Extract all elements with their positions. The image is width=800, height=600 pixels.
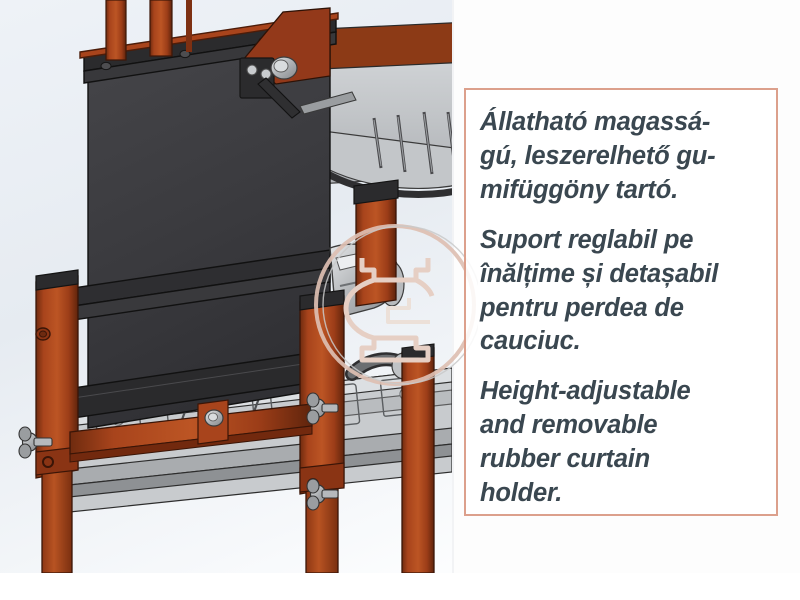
frame-top-bracket [239,7,357,119]
paragraph-english: Height-adjustable and removable rubber c… [480,377,691,508]
description-text-panel: Állatható magassá- gú, leszerelhető gu- … [464,88,778,516]
wing-nut-right-upper [306,392,339,425]
wing-nuts [18,327,339,511]
paragraph-hungarian: Állatható magassá- gú, leszerelhető gu- … [480,108,716,204]
rubber-curtain [59,12,345,429]
wing-nut-right-lower [306,478,339,511]
pivot-bolt [270,56,298,80]
frame-rear-uprights [105,0,192,61]
wing-nut-left [18,426,53,459]
leg-hole-left [42,456,54,468]
render-right-edge [452,0,454,573]
paragraph-romanian: Suport reglabil pe înălțime și detașabil… [480,225,719,356]
